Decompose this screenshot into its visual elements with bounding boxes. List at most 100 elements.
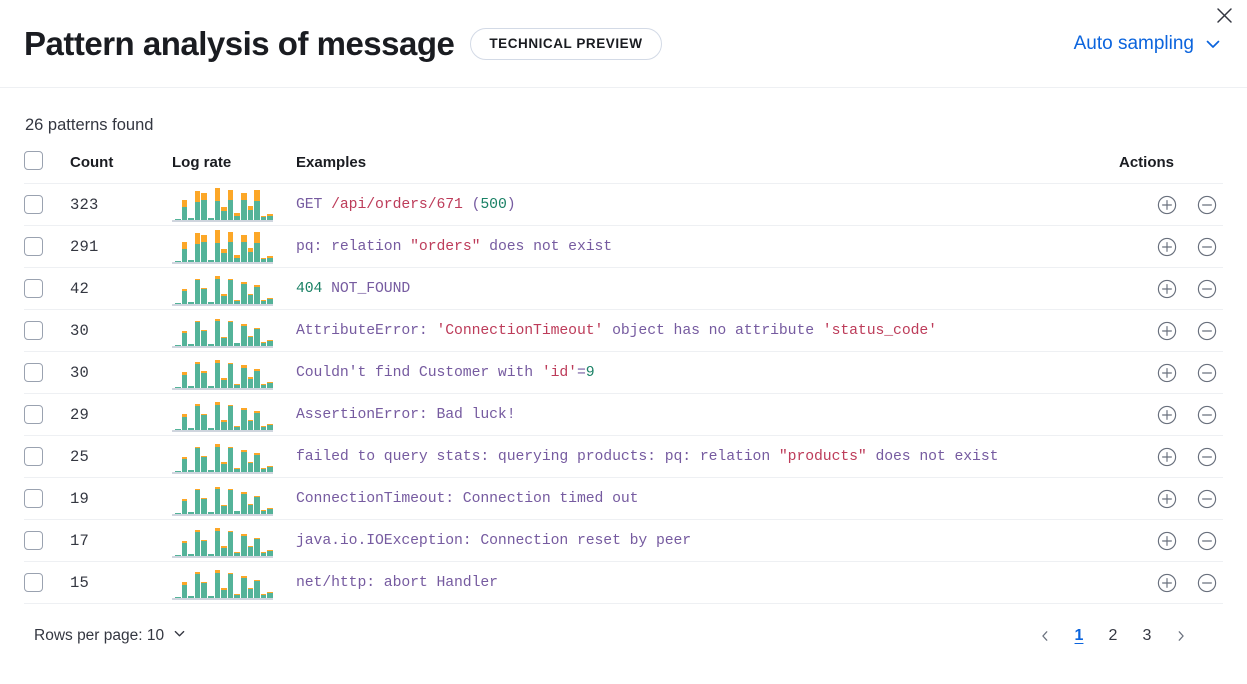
sparkline-segment-baseline [221,379,227,388]
sparkline-segment-deviation [221,294,227,296]
sparkline-segment-deviation [227,278,234,281]
sparkline-segment-baseline [227,322,234,346]
actions-cell [1119,309,1223,352]
sparkline-segment-baseline [221,505,227,514]
circle-minus-icon[interactable] [1196,194,1217,215]
example-token: GET [296,196,332,213]
page-number-3[interactable]: 3 [1142,627,1152,644]
sparkline-bar [201,581,207,598]
circle-plus-icon[interactable] [1156,404,1177,425]
circle-plus-icon[interactable] [1156,488,1177,509]
page-number-1[interactable]: 1 [1074,627,1084,644]
circle-plus-icon[interactable] [1156,320,1177,341]
select-all-checkbox[interactable] [24,151,43,170]
page-number-2[interactable]: 2 [1108,627,1118,644]
sparkline-segment-deviation [240,533,247,536]
sparkline-segment-deviation [221,420,227,422]
auto-sampling-dropdown[interactable]: Auto sampling [1074,33,1223,55]
row-checkbox[interactable] [24,279,43,298]
sparkline-segment-baseline [221,421,227,430]
sparkline-segment-baseline [254,580,260,598]
sparkline-segment-deviation [267,592,273,594]
row-checkbox[interactable] [24,237,43,256]
circle-minus-icon[interactable] [1196,362,1217,383]
circle-minus-icon[interactable] [1196,572,1217,593]
row-checkbox[interactable] [24,321,43,340]
sparkline-segment-baseline [234,595,240,598]
example-token: 'status_code' [822,322,937,339]
sparkline-bar [194,488,201,514]
circle-plus-icon[interactable] [1156,446,1177,467]
sparkline-segment-baseline [240,451,247,472]
sparkline-segment-baseline [247,209,254,220]
sparkline-bar [181,199,188,220]
count-value: 291 [70,225,172,268]
circle-plus-icon[interactable] [1156,530,1177,551]
example-token: ConnectionTimeout: Connection timed out [296,490,639,507]
sparkline-bar [207,343,214,346]
sparkline-bar [175,302,181,304]
chevron-right-icon[interactable] [1167,622,1195,650]
sparkline-bar [240,407,247,430]
log-rate-sparkline [172,566,273,600]
column-header-log-rate[interactable]: Log rate [172,151,296,184]
sparkline-bar [188,553,194,556]
page-title: Pattern analysis of message [24,25,455,62]
sparkline-segment-baseline [267,467,273,472]
circle-plus-icon[interactable] [1156,278,1177,299]
sparkline-segment-baseline [201,331,207,346]
row-checkbox[interactable] [24,489,43,508]
row-checkbox[interactable] [24,573,43,592]
sparkline-bar [267,298,273,304]
circle-minus-icon[interactable] [1196,404,1217,425]
sparkline-bar [234,552,240,556]
row-checkbox[interactable] [24,405,43,424]
sparkline-bar [201,539,207,556]
rows-per-page-selector[interactable]: Rows per page: 10 [34,626,187,646]
circle-minus-icon[interactable] [1196,446,1217,467]
row-checkbox[interactable] [24,363,43,382]
sparkline-bar [234,384,240,388]
circle-minus-icon[interactable] [1196,236,1217,257]
header-right: Auto sampling [1074,33,1223,55]
row-checkbox[interactable] [24,447,43,466]
circle-plus-icon[interactable] [1156,194,1177,215]
chevron-left-icon[interactable] [1031,622,1059,650]
example-token: "orders" [410,238,481,255]
sparkline-segment-deviation [201,329,207,332]
sparkline-segment-deviation [247,293,254,295]
example-token: does not exist [480,238,613,255]
sparkline-segment-baseline [234,216,240,220]
column-header-examples[interactable]: Examples [296,151,1119,184]
circle-plus-icon[interactable] [1156,572,1177,593]
row-select-cell [24,477,70,520]
circle-plus-icon[interactable] [1156,236,1177,257]
column-header-count[interactable]: Count [70,151,172,184]
sparkline-bar [207,427,214,430]
circle-minus-icon[interactable] [1196,278,1217,299]
row-checkbox[interactable] [24,195,43,214]
row-checkbox[interactable] [24,531,43,550]
circle-minus-icon[interactable] [1196,320,1217,341]
circle-minus-icon[interactable] [1196,530,1217,551]
circle-minus-icon[interactable] [1196,488,1217,509]
sparkline-bar [240,365,247,388]
sparkline-segment-deviation [267,382,273,384]
flyout-header: Pattern analysis of message TECHNICAL PR… [0,0,1247,88]
sparkline-segment-baseline [254,454,260,472]
sparkline-bar [214,528,221,556]
circle-plus-icon[interactable] [1156,362,1177,383]
actions-cell [1119,477,1223,520]
close-icon[interactable] [1211,2,1237,28]
sparkline-segment-baseline [240,283,247,304]
